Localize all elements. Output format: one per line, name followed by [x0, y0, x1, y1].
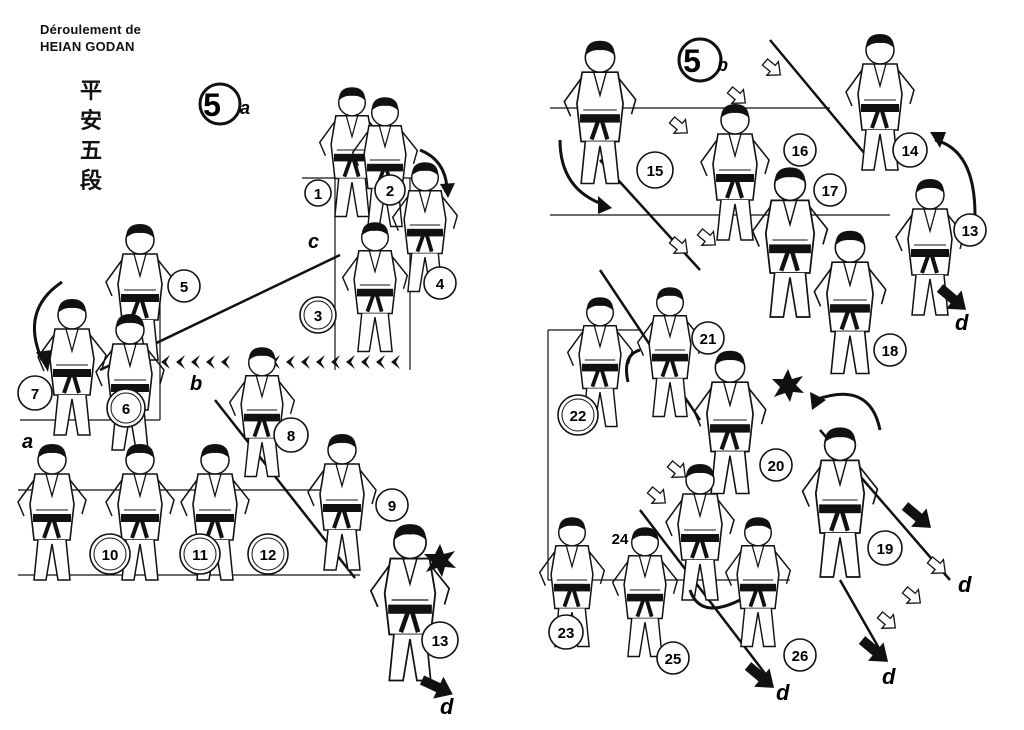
step-10: 10: [89, 533, 131, 575]
rotation-arrows-5a: [33, 148, 449, 361]
step-6: 6: [106, 388, 146, 428]
svg-text:2: 2: [386, 183, 394, 200]
panel-5b-letter: b: [717, 55, 728, 75]
step-26: 26: [783, 638, 817, 672]
step-19: 19: [867, 530, 903, 566]
panel-5a: 5 a: [16, 82, 460, 719]
svg-text:26: 26: [792, 648, 809, 665]
kanji-1: 平: [80, 78, 103, 104]
step-13b: 13: [953, 213, 987, 247]
svg-text:20: 20: [768, 458, 785, 475]
direction-d-1: d: [440, 694, 454, 719]
direction-c: c: [308, 231, 319, 253]
svg-text:8: 8: [287, 428, 295, 445]
svg-text:19: 19: [877, 541, 894, 558]
svg-text:10: 10: [102, 547, 119, 564]
step-20: 20: [759, 448, 793, 482]
svg-text:22: 22: [570, 408, 587, 425]
direction-chevrons-b: [161, 355, 400, 369]
svg-text:18: 18: [882, 343, 899, 360]
svg-text:23: 23: [558, 625, 575, 642]
step-8: 8: [273, 417, 309, 453]
direction-letters-5b: d d d d: [776, 310, 972, 705]
rotation-arrowhead-20: [810, 392, 826, 410]
step-2: 2: [374, 174, 406, 206]
step-3: 3: [299, 296, 337, 334]
svg-text:5: 5: [180, 279, 188, 296]
svg-text:13: 13: [962, 223, 979, 240]
panel-5b-number: 5: [683, 43, 701, 79]
step-labels-5a: 1 2 3 4 5 6 7 8 9 10 11 12 13: [17, 174, 459, 659]
svg-text:15: 15: [647, 163, 664, 180]
kanji-3: 五: [80, 138, 103, 164]
rotation-arrowhead-15: [598, 196, 612, 214]
step-7: 7: [17, 375, 53, 411]
direction-d-3: d: [958, 572, 972, 597]
svg-text:1: 1: [314, 186, 322, 203]
kanji-4: 段: [80, 168, 103, 194]
direction-letters-5a: a b c d: [22, 231, 454, 719]
svg-text:3: 3: [314, 308, 322, 325]
title-line-2: HEIAN GODAN: [40, 39, 135, 54]
svg-text:7: 7: [31, 386, 39, 403]
step-23: 23: [548, 614, 584, 650]
step-21: 21: [691, 321, 725, 355]
title-line-1: Déroulement de: [40, 22, 142, 37]
rotation-arrowhead-7: [36, 350, 52, 372]
step-13a: 13: [421, 621, 459, 659]
step-22: 22: [557, 394, 599, 436]
step-17: 17: [813, 173, 847, 207]
direction-d-4: d: [882, 664, 896, 689]
kiai-star-icon-2: [772, 369, 804, 402]
step-1: 1: [304, 179, 332, 207]
svg-text:16: 16: [792, 143, 809, 160]
step-24: 24: [612, 531, 629, 548]
direction-d-2: d: [955, 310, 969, 335]
rotation-arrowhead-14: [930, 132, 946, 148]
svg-text:17: 17: [822, 183, 839, 200]
svg-text:4: 4: [436, 276, 445, 293]
panel-5a-number: 5: [203, 87, 221, 123]
step-4: 4: [423, 266, 457, 300]
kanji-2: 安: [80, 108, 103, 134]
panel-5b: 5 b: [537, 32, 987, 705]
step-12: 12: [247, 533, 289, 575]
svg-text:14: 14: [902, 143, 919, 160]
step-16: 16: [783, 133, 817, 167]
svg-text:12: 12: [260, 547, 277, 564]
step-14: 14: [892, 132, 928, 168]
svg-text:21: 21: [700, 331, 717, 348]
svg-text:13: 13: [432, 633, 449, 650]
panel-label-5a: 5 a: [198, 82, 250, 126]
rotation-arrows-5b: [558, 138, 977, 610]
direction-b: b: [190, 373, 202, 395]
svg-text:24: 24: [612, 531, 629, 548]
step-18: 18: [873, 333, 907, 367]
step-11: 11: [179, 533, 221, 575]
svg-text:6: 6: [122, 401, 130, 418]
direction-a: a: [22, 431, 33, 453]
direction-d-5: d: [776, 680, 790, 705]
step-25: 25: [656, 641, 690, 675]
step-9: 9: [375, 488, 409, 522]
step-labels-5b: 13 14 15 16 17 18 19 20 21 22 23 24 25 2…: [548, 132, 987, 675]
step-5: 5: [167, 269, 201, 303]
svg-text:9: 9: [388, 498, 396, 515]
step-15: 15: [636, 151, 674, 189]
svg-text:25: 25: [665, 651, 682, 668]
svg-text:11: 11: [192, 547, 208, 564]
panel-5a-letter: a: [240, 98, 250, 118]
panel-label-5b: 5 b: [677, 37, 728, 83]
rotation-arrowhead-2: [440, 183, 455, 198]
